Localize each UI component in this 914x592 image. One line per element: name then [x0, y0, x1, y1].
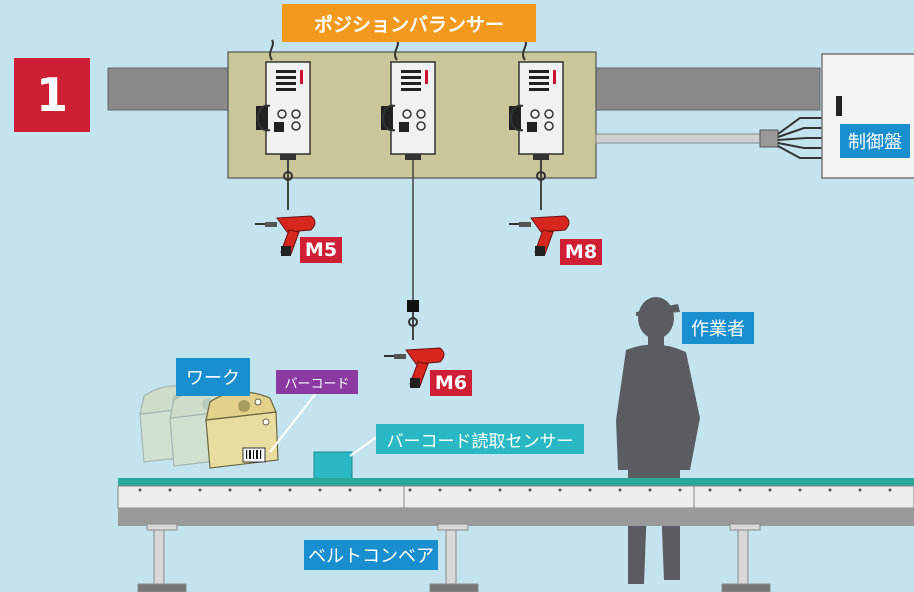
control-panel-label: 制御盤	[840, 124, 910, 158]
cable-bundle	[595, 117, 822, 159]
worker-label: 作業者	[682, 312, 754, 344]
position-balancer-label: ポジションバランサー	[282, 4, 536, 42]
hooks	[283, 160, 546, 340]
tool-label-m8: M8	[560, 239, 602, 265]
callout-lines	[269, 387, 379, 457]
control-cabinet	[821, 53, 914, 179]
barcode-sensor-label: バーコード読取センサー	[376, 424, 584, 454]
tool-label-m6: M6	[430, 370, 472, 396]
belt-conveyor	[117, 478, 914, 592]
step-number-badge: 1	[14, 58, 90, 132]
work-label: ワーク	[176, 358, 250, 396]
workpiece	[205, 391, 279, 469]
tool-label-m5: M5	[300, 237, 342, 263]
belt-conveyor-label: ベルトコンベア	[304, 540, 438, 570]
barcode-label: バーコード	[276, 370, 358, 394]
